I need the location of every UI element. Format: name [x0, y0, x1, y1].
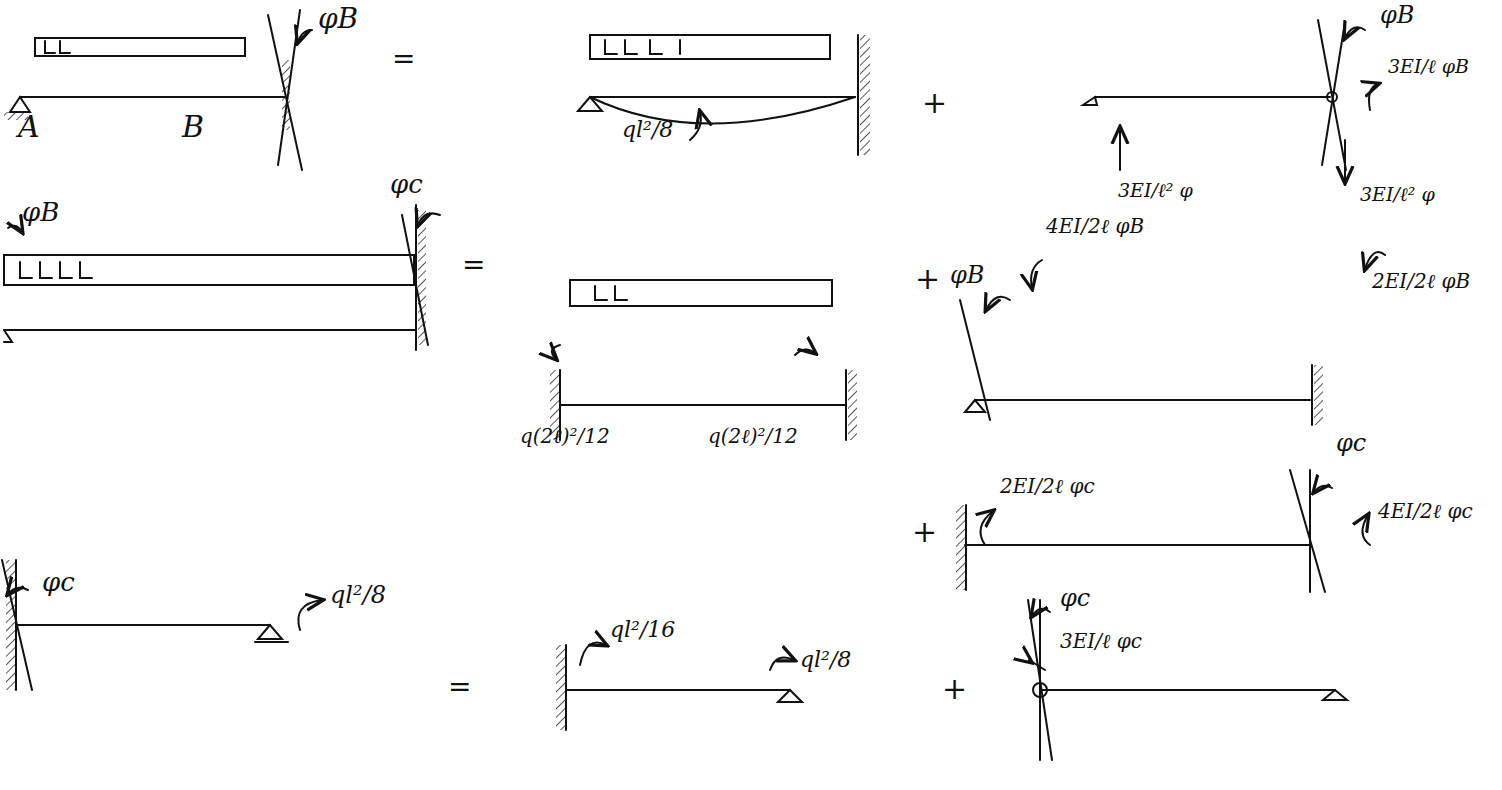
rotation-symbol: φc — [390, 170, 423, 199]
operator: + — [942, 672, 967, 705]
operator: + — [922, 86, 947, 119]
moment-value: ql²/8 — [800, 648, 851, 672]
point-name: A — [18, 110, 40, 143]
moment-value: ql²/16 — [610, 618, 675, 642]
moment-value: ql²/8 — [622, 118, 673, 142]
rotation-symbol: φc — [42, 568, 75, 597]
point-name: B — [182, 110, 204, 143]
operator: + — [912, 515, 937, 548]
force-value: 3EI/ℓ² φ — [1360, 184, 1435, 205]
moment-value: 2EI/2ℓ φB — [1372, 270, 1470, 292]
moment-value: 4EI/2ℓ φc — [1378, 500, 1473, 522]
moment-value: 4EI/2ℓ φB — [1046, 215, 1144, 237]
rotation-symbol: φB — [950, 262, 984, 288]
operator: = — [448, 672, 471, 703]
rotation-symbol: φB — [318, 4, 358, 35]
operator: = — [392, 44, 415, 75]
force-value: 3EI/ℓ² φ — [1118, 180, 1193, 201]
moment-value: 3EI/ℓ φc — [1060, 630, 1142, 652]
moment-value: q(2ℓ)²/12 — [520, 425, 610, 447]
operator: = — [462, 250, 485, 281]
rotation-symbol: φB — [22, 198, 59, 227]
operator: + — [915, 262, 940, 295]
rotation-symbol: φc — [1336, 430, 1366, 456]
moment-value: q(2ℓ)²/12 — [708, 425, 798, 447]
rotation-symbol: φc — [1060, 585, 1090, 611]
moment-value: 2EI/2ℓ φc — [1000, 475, 1095, 497]
rotation-symbol: φB — [1380, 2, 1414, 28]
moment-value: ql²/8 — [330, 582, 386, 608]
moment-value: 3EI/ℓ φB — [1388, 56, 1469, 77]
